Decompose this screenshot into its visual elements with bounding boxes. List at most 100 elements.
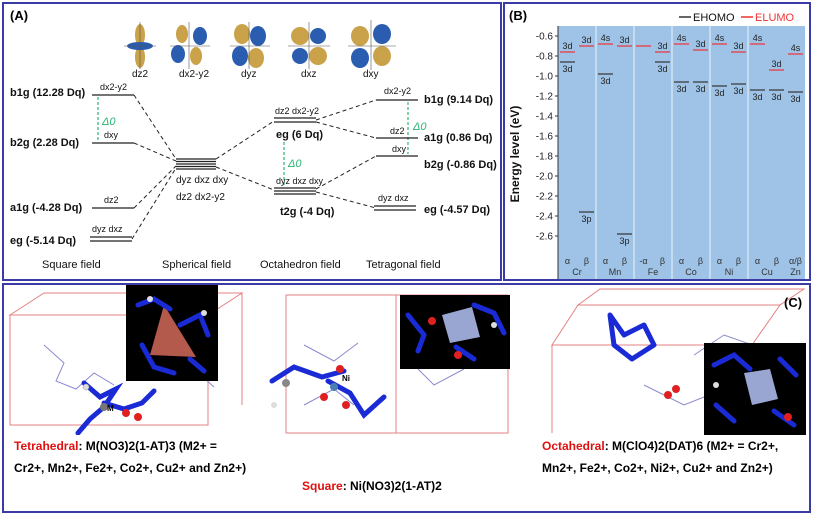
square-eg-label: eg (-5.14 Dq) bbox=[10, 235, 76, 247]
element-label: Zn bbox=[790, 267, 801, 277]
spin-label: β bbox=[584, 256, 589, 266]
tetrahedral-metals: Cr2+, Mn2+, Fe2+, Co2+, Cu2+ and Zn2+) bbox=[14, 461, 247, 475]
orbital-dxz-icon bbox=[288, 22, 330, 69]
y-tick-label: -1.8 bbox=[536, 152, 554, 163]
y-axis-label: Energy level (eV) bbox=[508, 106, 522, 203]
orbital-label: 3d bbox=[714, 88, 724, 98]
y-tick-label: -0.6 bbox=[536, 32, 554, 43]
orbital-dxy-icon bbox=[348, 20, 396, 70]
plot-area bbox=[558, 26, 805, 279]
panel-b: (B) EHOMO ELUMO Energy level (eV) -0.6-0… bbox=[503, 2, 811, 281]
orbital-name-4: dxz bbox=[301, 69, 317, 80]
square-prefix: Square bbox=[302, 479, 343, 493]
field-label-tetragonal: Tetragonal field bbox=[366, 259, 441, 271]
spin-label: α bbox=[755, 256, 760, 266]
square-formula: : Ni(NO3)2(1-AT)2 bbox=[342, 479, 442, 493]
orbital-label: 3d bbox=[733, 41, 743, 51]
octahedron-t2g-orbital: dyz dxz dxy bbox=[276, 176, 324, 186]
orbital-label: 3d bbox=[790, 94, 800, 104]
tetrahedral-formula: : M(NO3)2(1-AT)3 (M2+ = bbox=[78, 439, 217, 453]
orbital-label: 3d bbox=[619, 35, 629, 45]
spin-label: α bbox=[565, 256, 570, 266]
orbital-name-5: dxy bbox=[363, 69, 379, 80]
square-caption: Square: Ni(NO3)2(1-AT)2 bbox=[302, 475, 542, 497]
orbital-label: 3d bbox=[733, 86, 743, 96]
orbital-dx2y2-icon bbox=[170, 22, 210, 69]
orbital-label: 3d bbox=[771, 59, 781, 69]
tetrahedral-caption: Tetrahedral: M(NO3)2(1-AT)3 (M2+ = Cr2+,… bbox=[14, 435, 274, 479]
field-label-spherical: Spherical field bbox=[162, 259, 231, 271]
orbital-label: 3p bbox=[619, 236, 629, 246]
octahedron-eg-orbital: dz2 dx2-y2 bbox=[275, 106, 319, 116]
ni-atom-icon bbox=[330, 383, 338, 391]
orbital-label: 4s bbox=[791, 43, 801, 53]
tetragonal-a1g-orbital: dz2 bbox=[390, 126, 405, 136]
spherical-orbitals-2: dz2 dx2-y2 bbox=[176, 192, 225, 203]
legend-homo-label: EHOMO bbox=[693, 12, 735, 24]
metal-atom-icon bbox=[100, 403, 108, 411]
octahedron-t2g-label: t2g (-4 Dq) bbox=[280, 206, 335, 218]
field-label-square: Square field bbox=[42, 259, 101, 271]
orbital-dz2-icon bbox=[124, 22, 156, 69]
spin-label: β bbox=[660, 256, 665, 266]
orbital-label: 3d bbox=[600, 76, 610, 86]
panel-c: M Ni (C) Tetrahedral: M(NO3)2(1-A bbox=[2, 283, 811, 513]
y-tick-label: -1.2 bbox=[536, 92, 554, 103]
spin-label: α bbox=[717, 256, 722, 266]
element-label: Cu bbox=[761, 267, 773, 277]
tetragonal-b1g-label: b1g (9.14 Dq) bbox=[424, 94, 493, 106]
spin-label: -α bbox=[639, 256, 647, 266]
y-tick-label: -2.6 bbox=[536, 232, 554, 243]
spin-label: α bbox=[679, 256, 684, 266]
orbital-label: 3p bbox=[581, 214, 591, 224]
energy-level-chart: (B) EHOMO ELUMO Energy level (eV) -0.6-0… bbox=[508, 8, 805, 279]
y-axis: -0.6-0.8-1.0-1.2-1.4-1.6-1.8-2.0-2.2-2.4… bbox=[536, 26, 559, 279]
panel-c-label: (C) bbox=[784, 295, 802, 310]
panel-a: (A) dz2 dx2-y2 dyz dxz dxy b1g (12.28 Dq… bbox=[2, 2, 502, 281]
octahedron-delta-label: Δ0 bbox=[287, 158, 302, 170]
tetragonal-eg-orbital: dyz dxz bbox=[378, 193, 409, 203]
square-b2g-label: b2g (2.28 Dq) bbox=[10, 137, 79, 149]
octahedral-caption: Octahedral: M(ClO4)2(DAT)6 (M2+ = Cr2+, … bbox=[542, 435, 808, 479]
tetragonal-b2g-label: b2g (-0.86 Dq) bbox=[424, 159, 497, 171]
spherical-orbitals-1: dyz dxz dxy bbox=[176, 175, 228, 186]
crystal-field-diagram: (A) dz2 dx2-y2 dyz dxz dxy b1g (12.28 Dq… bbox=[10, 8, 497, 271]
orbital-label: 3d bbox=[581, 35, 591, 45]
orbital-label: 3d bbox=[657, 41, 667, 51]
spin-label: α bbox=[603, 256, 608, 266]
tetragonal-a1g-label: a1g (0.86 Dq) bbox=[424, 132, 493, 144]
y-tick-label: -0.8 bbox=[536, 52, 554, 63]
square-b2g-orbital: dxy bbox=[104, 130, 119, 140]
orbital-label: 3d bbox=[562, 41, 572, 51]
tetrahedral-prefix: Tetrahedral bbox=[14, 439, 79, 453]
octahedral-structure bbox=[551, 288, 806, 435]
element-label: Ni bbox=[725, 267, 734, 277]
tetragonal-eg-label: eg (-4.57 Dq) bbox=[424, 204, 490, 216]
tetrahedral-structure: M bbox=[8, 285, 244, 435]
y-tick-label: -2.0 bbox=[536, 172, 554, 183]
ni-atom-label: Ni bbox=[342, 374, 350, 383]
connector-lines bbox=[131, 94, 377, 240]
y-tick-label: -1.4 bbox=[536, 112, 554, 123]
square-structure: Ni bbox=[269, 294, 510, 434]
panel-a-label: (A) bbox=[10, 8, 28, 23]
element-label: Co bbox=[685, 267, 697, 277]
spin-label: β bbox=[736, 256, 741, 266]
y-tick-label: -2.2 bbox=[536, 192, 554, 203]
square-eg-orbital: dyz dxz bbox=[92, 224, 123, 234]
orbital-name-1: dz2 bbox=[132, 69, 149, 80]
structure-images: M Ni (C) bbox=[8, 285, 806, 435]
metal-atom-label: M bbox=[107, 404, 114, 413]
y-tick-label: -1.6 bbox=[536, 132, 554, 143]
square-delta-label: Δ0 bbox=[101, 116, 116, 128]
orbital-name-2: dx2-y2 bbox=[179, 69, 209, 80]
octahedral-metals: Mn2+, Fe2+, Co2+, Ni2+, Cu2+ and Zn2+) bbox=[542, 461, 773, 475]
orbital-label: 3d bbox=[752, 92, 762, 102]
spherical-levels bbox=[176, 158, 216, 170]
element-label: Cr bbox=[572, 267, 582, 277]
spin-label: α/β bbox=[789, 256, 802, 266]
orbital-label: 3d bbox=[695, 84, 705, 94]
orbital-label: 3d bbox=[562, 64, 572, 74]
orbital-label: 3d bbox=[657, 64, 667, 74]
spin-label: β bbox=[774, 256, 779, 266]
